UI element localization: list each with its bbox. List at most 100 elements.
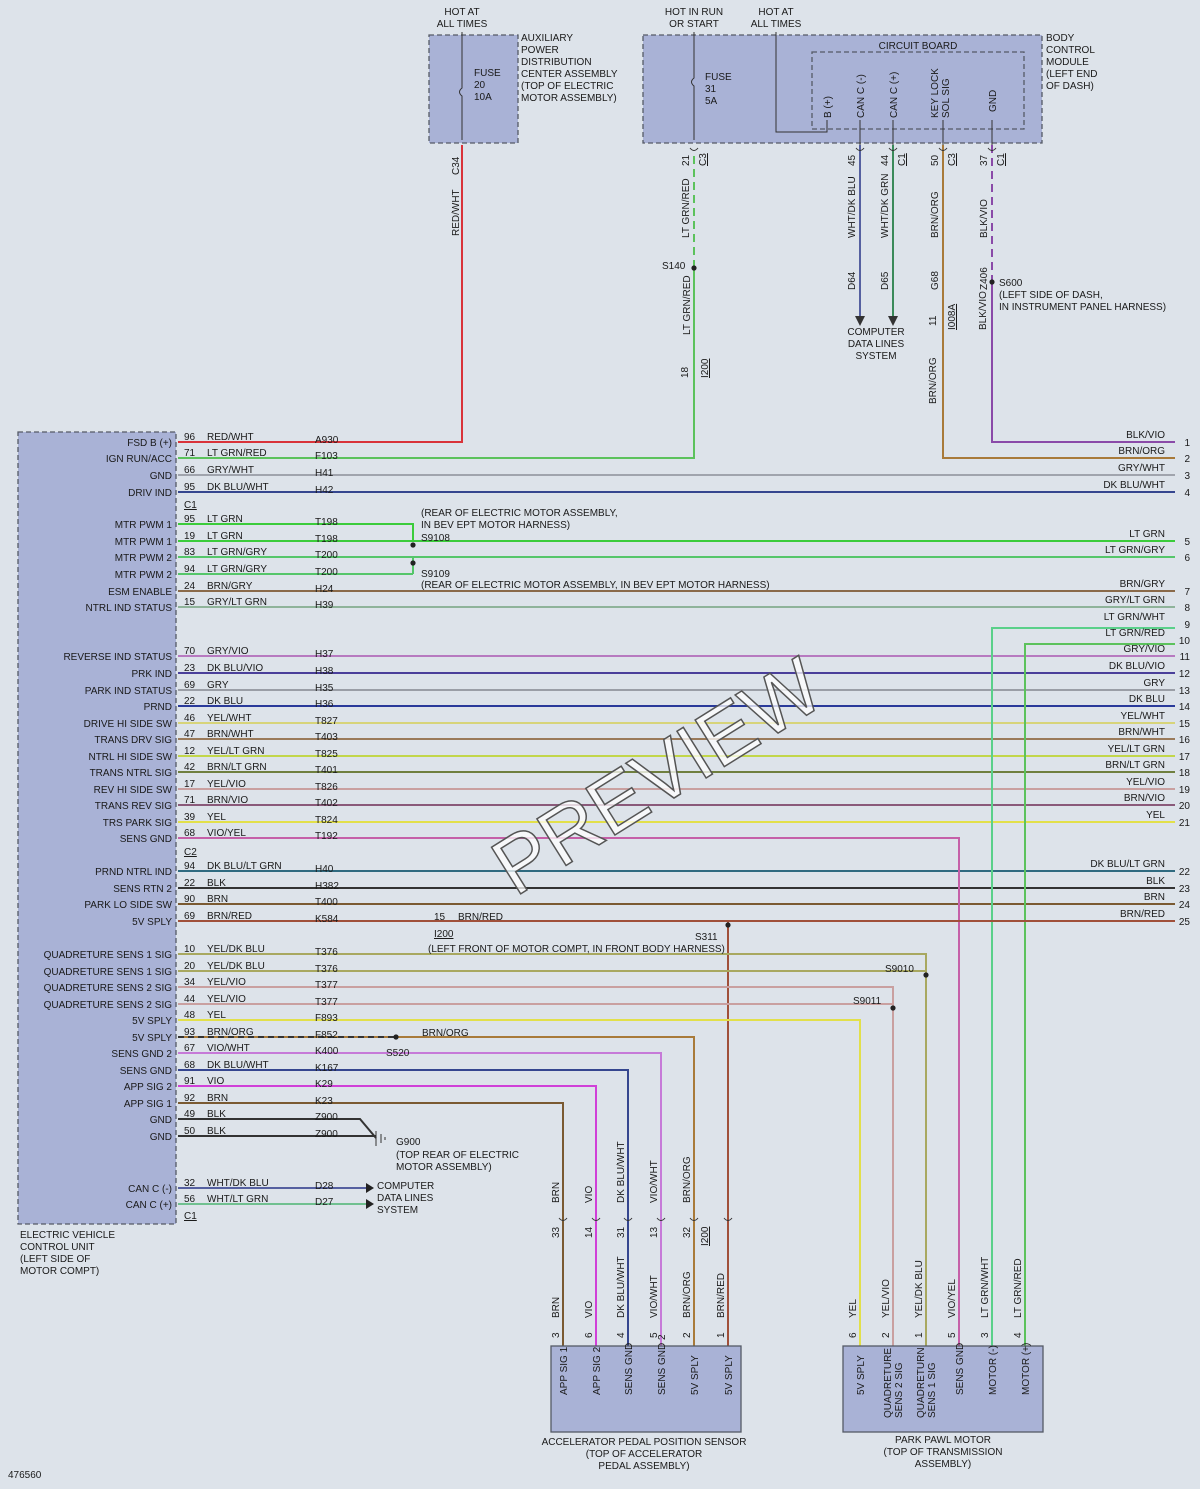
bcm-circuit: D64 [847, 271, 858, 290]
apps-pin: 4 [616, 1332, 627, 1338]
ppm-pin-name: SENS GND [955, 1343, 966, 1395]
evcu-pin-name: PARK IND STATUS [85, 686, 173, 697]
harness-wire-color: DK BLU/WHT [1103, 480, 1165, 491]
evcu-wire-color: LT GRN [207, 514, 243, 525]
apps-cavity: 14 [584, 1226, 595, 1238]
apps-cavity: 33 [551, 1226, 562, 1238]
evcu-pin-number: 95 [184, 482, 196, 493]
bcm-pin-can-plus: CAN C (+) [889, 72, 900, 118]
apdc-header: HOT AT ALL TIMES [437, 7, 488, 30]
bcm-connector: C3 [698, 153, 709, 166]
apps-pin: 1 [716, 1332, 727, 1338]
harness-pin-number: 18 [1179, 768, 1191, 779]
wire-pwm2 [178, 556, 1175, 575]
evcu-pin-name: GND [150, 1132, 172, 1143]
wire-sg [178, 1069, 629, 1346]
harness-pin-number: 16 [1179, 735, 1191, 746]
apps-i200: I200 [700, 1226, 711, 1246]
evcu-pin-name: IGN RUN/ACC [106, 454, 172, 465]
bcm-batt-feed [775, 32, 828, 133]
evcu-circuit: H35 [315, 683, 334, 694]
connector-icon [723, 1217, 733, 1221]
ppm-pin-name: QUADRETURN [916, 1347, 927, 1418]
evcu-circuit: K584 [315, 914, 339, 925]
evcu-circuit: T400 [315, 897, 338, 908]
evcu-pin-name: MTR PWM 2 [115, 570, 173, 581]
s311-note: (LEFT FRONT OF MOTOR COMPT, IN FRONT BOD… [428, 944, 725, 955]
evcu-wire-color: BRN/WHT [207, 729, 254, 740]
evcu-pin-number: 68 [184, 1060, 196, 1071]
evcu-pin-number: 49 [184, 1109, 196, 1120]
i200b-cavity: 15 [434, 912, 446, 923]
apdc-label-0: AUXILIARY [521, 33, 573, 44]
evcu-label-0: ELECTRIC VEHICLE [20, 1230, 115, 1241]
apps-pin-name: SENS GND 2 [657, 1334, 668, 1395]
evcu-circuit: T377 [315, 997, 338, 1008]
hot-label-1b: ALL TIMES [437, 19, 488, 30]
s9108-dot [410, 542, 416, 548]
apps-pin-name: 5V SPLY [724, 1355, 735, 1395]
brnorg-cavity: 11 [928, 315, 939, 326]
evcu-circuit: A930 [315, 435, 339, 446]
evcu-pin-name: 5V SPLY [132, 1016, 172, 1027]
s600-note-0: (LEFT SIDE OF DASH, [999, 290, 1103, 301]
evcu-circuit: D28 [315, 1181, 334, 1192]
harness-pin-number: 9 [1184, 620, 1190, 631]
evcu-wire-color: LT GRN/RED [207, 448, 267, 459]
evcu-circuit: T825 [315, 749, 338, 760]
ppm-pin: 5 [947, 1332, 958, 1338]
evcu-circuit: T826 [315, 782, 338, 793]
apps-wire-upper: BRN [551, 1182, 562, 1203]
apdc-fuse: FUSE 20 10A [459, 32, 501, 140]
evcu-wire-color: WHT/LT GRN [207, 1194, 268, 1205]
evcu-pin-name: NTRL IND STATUS [86, 603, 173, 614]
evcu-pin-number: 91 [184, 1076, 196, 1087]
computer-label-0: COMPUTER [847, 327, 904, 338]
evcu-pin-number: 23 [184, 663, 196, 674]
evcu-circuit: K29 [315, 1079, 333, 1090]
harness-pin-number: 4 [1184, 488, 1190, 499]
evcu-pin-name: 5V SPLY [132, 1033, 172, 1044]
evcu-wire-color: YEL/VIO [207, 977, 246, 988]
apps-cavity: 13 [649, 1226, 660, 1238]
apps-wire-upper: VIO [584, 1186, 595, 1203]
bcm-pin-solsig: SOL SIG [941, 78, 952, 118]
evcu-circuit: H38 [315, 666, 334, 677]
evcu-circuit: K167 [315, 1063, 339, 1074]
apps-label-1: (TOP OF ACCELERATOR [586, 1449, 703, 1460]
evcu-conn-c1: C1 [184, 500, 197, 511]
evcu-conn-c1b: C1 [184, 1211, 197, 1222]
harness-pin-number: 24 [1179, 900, 1191, 911]
s9011-label: S9011 [853, 996, 882, 1007]
evcu-pin-number: 10 [184, 944, 196, 955]
bcm-cavity-number: 44 [880, 154, 891, 166]
harness-wire-color: BRN [1144, 892, 1165, 903]
apps-wire-lower: BRN/RED [716, 1273, 727, 1318]
evcu-pin-number: 48 [184, 1010, 196, 1021]
ground-symbol [375, 1131, 386, 1146]
evcu-wire-color: YEL/DK BLU [207, 961, 265, 972]
evcu-wire-color: BLK [207, 878, 226, 889]
ppm-label-2: ASSEMBLY) [915, 1459, 972, 1470]
evcu-circuit: K23 [315, 1096, 333, 1107]
bcm-label-3: (LEFT END [1046, 69, 1098, 80]
evcu-wire-color: BLK [207, 1109, 226, 1120]
evcu-wire-color: GRY/LT GRN [207, 597, 267, 608]
ppm-pin-name: 5V SPLY [856, 1355, 867, 1395]
evcu-pin-number: 93 [184, 1027, 196, 1038]
harness-pin-number: 10 [1179, 636, 1191, 647]
s9010-dot [923, 972, 929, 978]
figure-id: 476560 [8, 1470, 42, 1481]
ppm-pin: 2 [881, 1332, 892, 1338]
ppm-pin-name: QUADRETURE [883, 1348, 894, 1418]
evcu-conn-c2: C2 [184, 847, 197, 858]
harness-wire-color: YEL/LT GRN [1108, 744, 1165, 755]
evcu-pin-name: PRND [144, 702, 172, 713]
evcu-circuit: K400 [315, 1046, 339, 1057]
evcu-wire-color: DK BLU/VIO [207, 663, 263, 674]
harness-pin-number: 2 [1184, 454, 1190, 465]
harness-wire-color: DK BLU/LT GRN [1090, 859, 1165, 870]
evcu-circuit: H41 [315, 468, 334, 479]
bcm-wire-color: BRN/ORG [930, 191, 941, 238]
